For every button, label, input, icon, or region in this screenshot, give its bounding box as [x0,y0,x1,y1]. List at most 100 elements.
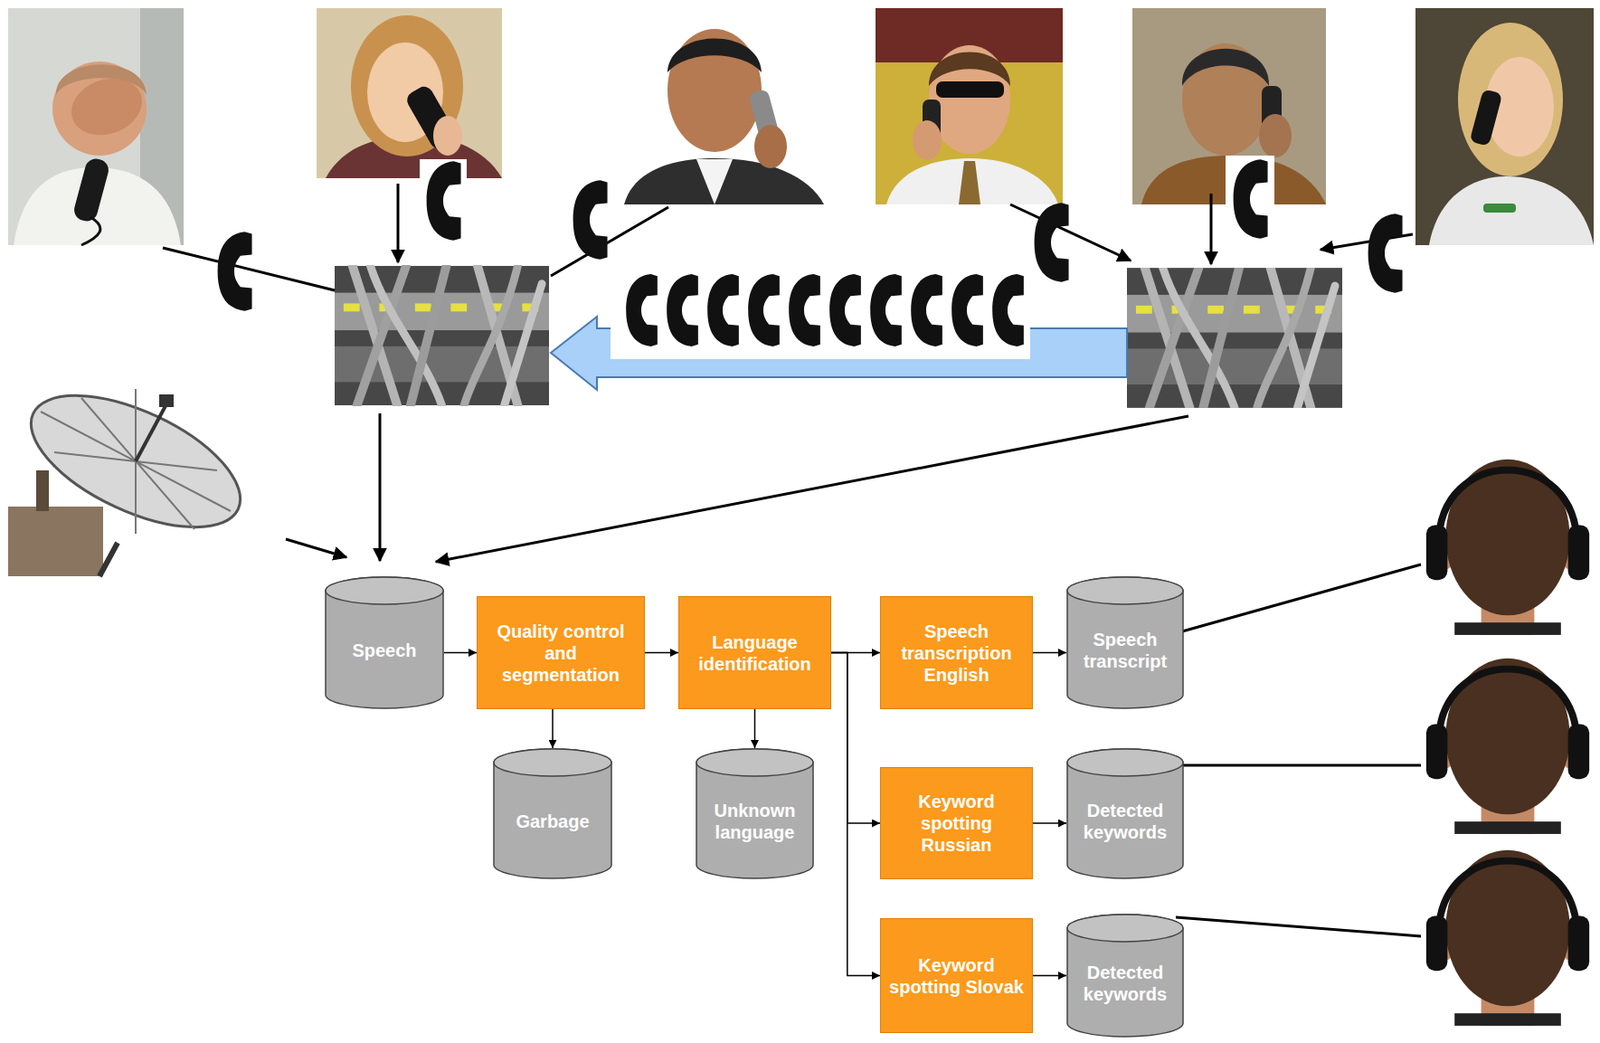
dish-ribs [40,388,231,534]
hand [912,120,942,161]
data-store: Detected keywords [1066,747,1184,880]
hair [1457,22,1563,177]
label-area: Unknown language [695,747,815,880]
dish-feed [135,402,168,462]
cylinder-body [493,748,612,879]
handset-icon [426,160,462,240]
icon-ground [419,159,467,243]
photo-background [875,8,1063,205]
mobile-phone [1469,88,1504,147]
handset-icon [707,274,739,347]
data-store: Speech [324,576,445,710]
cylinder-top [696,748,814,777]
flow-arrow [831,653,881,824]
flow-arrow [1032,822,1067,824]
flow-arrow [754,709,757,748]
node-label: Keyword spotting Russian [888,790,1025,856]
hair [1182,48,1269,86]
call-arrow [1010,204,1131,261]
node-label: Keyword spotting Slovak [888,954,1025,998]
cylinder-top [325,577,444,605]
flow-arrow [1032,975,1067,977]
node-label: Detected keywords [1071,799,1179,843]
data-store: Speech transcript [1066,576,1184,710]
label-area: Garbage [492,747,613,880]
label-area: Speech [324,576,445,710]
node-label: Speech transcript [1071,628,1179,673]
handset-icon [829,274,862,347]
flow-arrow [1032,652,1067,654]
shirt [696,159,733,205]
cylinder-top [1067,914,1184,942]
photo-background [8,8,184,246]
building [8,506,104,577]
flow-arrow [644,652,679,654]
hair [667,38,762,74]
process-box: Quality control and segmentation [476,596,645,710]
hand [754,124,787,169]
handset-icon [992,274,1024,347]
flow-arrow [831,653,881,976]
node-label: Quality control and segmentation [484,620,637,686]
analyst-head [1426,850,1590,1026]
process-box: Keyword spotting Russian [880,766,1033,880]
label-area: Detected keywords [1066,747,1184,880]
leader-line [1175,764,1421,767]
hand [1259,113,1292,158]
hair [928,52,1011,87]
node-label: Garbage [498,810,607,833]
cylinder-body [1067,577,1184,709]
dish-stand [99,542,118,577]
flow-arrow [551,709,554,748]
sunglasses [936,81,1004,98]
handset-icon [870,274,902,347]
call-line [550,207,669,276]
cylinder-top [493,748,612,777]
label-area: Keyword spotting Russian [880,767,1032,879]
icon-ground [1225,155,1275,243]
suit [624,158,824,205]
shirt [886,158,1059,205]
phone-cord [81,217,101,246]
data-store: Detected keywords [1066,913,1184,1038]
call-arrow [397,183,400,263]
node-label: Detected keywords [1071,961,1179,1005]
node-label: Speech transcription English [888,620,1025,686]
feed-arrow [285,539,347,558]
process-box: Keyword spotting Slovak [880,918,1033,1033]
photo-background [316,8,502,179]
shirt [1429,176,1594,246]
leader-line [1175,917,1421,937]
process-box: Speech transcription English [880,596,1033,710]
hair [350,15,464,157]
analyst-head [1426,459,1590,635]
analyst-head [1426,658,1590,834]
network-switch [334,265,550,406]
label-area: Quality control and segmentation [477,596,644,709]
label-area: Detected keywords [1066,913,1184,1038]
leader-line [1175,564,1421,634]
handset-icon [573,179,608,259]
node-label: Language identification [686,631,824,675]
label-area: Keyword spotting Slovak [880,918,1032,1032]
satellite-dish [11,368,259,554]
handset-icon [666,274,699,347]
cylinder-body [1067,914,1184,1037]
dish-feed [159,394,174,408]
data-store: Unknown language [695,747,815,880]
cylinder-top [1067,748,1184,777]
desk-phone [71,156,111,224]
face [667,28,762,152]
tie [958,160,981,205]
handset-icon [951,274,984,347]
cylinder-body [325,577,444,709]
bracelet [1483,203,1516,213]
cylinder-top [1067,577,1184,605]
node-label: Speech [330,639,439,662]
label-area: Language identification [679,596,831,709]
network-switch [1126,267,1343,408]
data-store: Garbage [492,747,613,880]
label-area: Speech transcription English [880,596,1032,709]
